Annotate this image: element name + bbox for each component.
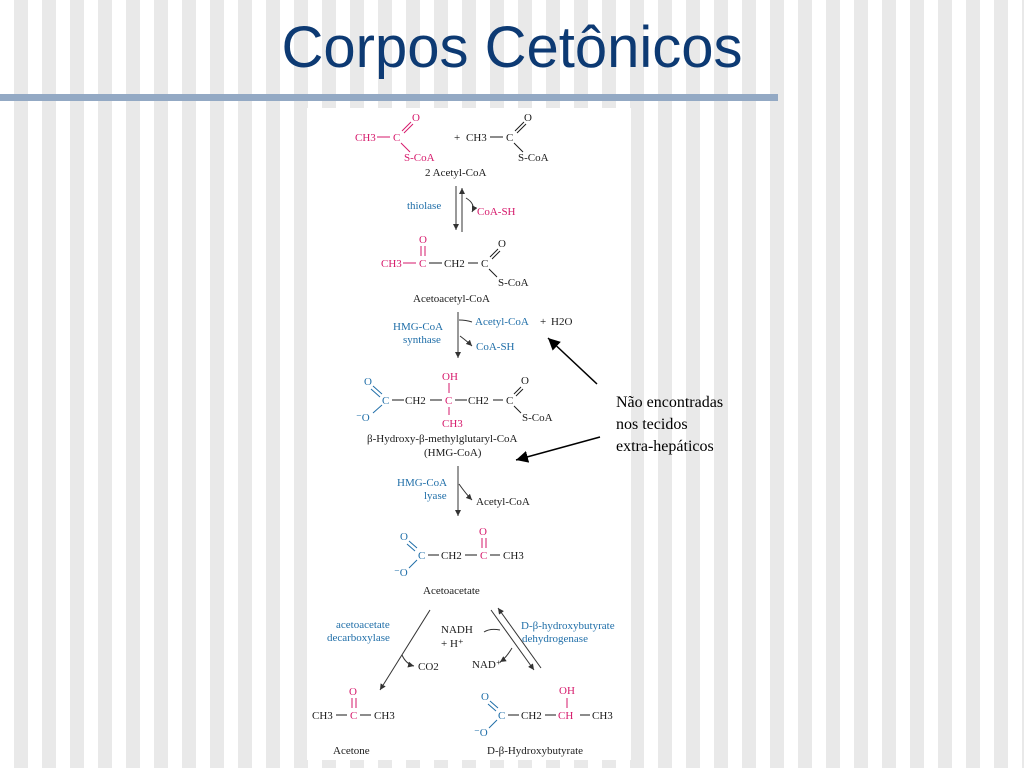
ch-group: CH [558, 710, 573, 722]
ch3-group: CH3 [355, 132, 376, 144]
acetoacetyl-coa-label: Acetoacetyl-CoA [413, 293, 490, 305]
coa-sh-output: CoA-SH [476, 341, 515, 353]
carboxyl-oxygen: O [400, 531, 408, 543]
acetyl-coa-output: Acetyl-CoA [476, 496, 530, 508]
keto-carbon: C [350, 710, 357, 722]
title-underline [0, 94, 778, 101]
annotation-line-2: nos tecidos [616, 416, 688, 433]
hmg-coa-synthase-step: HMG-CoA synthase Acetyl-CoA + H2O CoA-SH [393, 312, 572, 358]
enzyme-label-line2: dehydrogenase [522, 633, 588, 645]
hydroxybutyrate-molecule: O ⁻O C CH2 CH OH CH3 [474, 685, 613, 739]
methyl-group: CH3 [442, 418, 463, 430]
ch3-group: CH3 [381, 258, 402, 270]
s-coa-group: S-CoA [522, 412, 553, 424]
acetone-label: Acetone [333, 745, 370, 757]
carbonyl-oxygen: O [524, 112, 532, 124]
thioester-carbon: C [481, 258, 488, 270]
carboxylate-oxygen: ⁻O [356, 412, 370, 424]
thioester-oxygen: O [498, 238, 506, 250]
ch2-group: CH2 [521, 710, 542, 722]
methyl-group: CH3 [503, 550, 524, 562]
enzyme-label-line2: lyase [424, 490, 447, 502]
enzyme-label-line2: synthase [403, 334, 441, 346]
keto-oxygen: O [349, 686, 357, 698]
keto-oxygen: O [419, 234, 427, 246]
enzyme-label-line1: HMG-CoA [393, 321, 443, 333]
keto-oxygen: O [479, 526, 487, 538]
enzyme-label-line1: acetoacetate [336, 619, 390, 631]
hydroxyl-group: OH [559, 685, 575, 697]
nadh-cofactor: NADH [441, 624, 473, 636]
thiolase-enzyme-label: thiolase [407, 200, 441, 212]
acetone-molecule: CH3 C O CH3 [312, 686, 395, 722]
co2-output: CO2 [418, 661, 439, 673]
ketone-pathway-diagram [307, 108, 631, 760]
hydroxyl-group: OH [442, 371, 458, 383]
thiolase-step: thiolase CoA-SH [407, 186, 516, 232]
s-coa-group: S-CoA [404, 152, 435, 164]
ch2-group-right: CH2 [468, 395, 489, 407]
carboxylate-oxygen: ⁻O [394, 567, 408, 579]
hmg-coa-lyase-step: HMG-CoA lyase Acetyl-CoA [397, 466, 530, 516]
annotation-arrow-lyase [515, 436, 601, 463]
s-coa-group: S-CoA [518, 152, 549, 164]
ch3-group: CH3 [466, 132, 487, 144]
carboxyl-oxygen: O [481, 691, 489, 703]
dehydrogenase-step: D-β-hydroxybutyrate dehydrogenase [483, 607, 615, 671]
enzyme-label-line1: HMG-CoA [397, 477, 447, 489]
carboxyl-carbon: C [382, 395, 389, 407]
annotation-line-1: Não encontradas [616, 394, 724, 411]
carboxyl-carbon: C [418, 550, 425, 562]
central-carbon: C [445, 395, 452, 407]
annotation-arrow-synthase [547, 337, 598, 385]
s-coa-group: S-CoA [498, 277, 529, 289]
slide-title: Corpos Cetônicos [281, 15, 743, 80]
keto-carbon: C [419, 258, 426, 270]
hydroxybutyrate-label: D-β-Hydroxybutyrate [487, 745, 583, 757]
hmg-coa-molecule: O ⁻O C CH2 C OH CH3 CH2 C O S-CoA [356, 371, 553, 430]
decarboxylase-step: acetoacetate decarboxylase CO2 [327, 609, 439, 691]
methyl-group: CH3 [592, 710, 613, 722]
methyl-group-left: CH3 [312, 710, 333, 722]
enzyme-label-line1: D-β-hydroxybutyrate [521, 620, 615, 632]
thioester-oxygen: O [521, 375, 529, 387]
ch2-group-left: CH2 [405, 395, 426, 407]
acetoacetate-molecule: O ⁻O C CH2 C O CH3 [394, 526, 524, 579]
ch2-group: CH2 [444, 258, 465, 270]
hmg-coa-abbrev-label: (HMG-CoA) [424, 447, 482, 459]
acetoacetyl-coa-molecule: CH3 C O CH2 C O S-CoA [381, 234, 529, 289]
ch2-group: CH2 [441, 550, 462, 562]
carboxyl-carbon: C [498, 710, 505, 722]
acetyl-coa-molecule-2: CH3 C O S-CoA [466, 112, 549, 164]
water-input: H2O [551, 316, 572, 328]
reactants-label: 2 Acetyl-CoA [425, 167, 486, 179]
plus-sign: + [540, 316, 546, 328]
carboxyl-oxygen: O [364, 376, 372, 388]
enzyme-label-line2: decarboxylase [327, 632, 390, 644]
plus-sign: + [454, 132, 460, 144]
annotation-note: Não encontradas nos tecidos extra-hepáti… [616, 392, 776, 458]
carbonyl-carbon: C [506, 132, 513, 144]
thioester-carbon: C [506, 395, 513, 407]
hmg-coa-label: β-Hydroxy-β-methylglutaryl-CoA [367, 433, 518, 445]
coa-sh-product: CoA-SH [477, 206, 516, 218]
nad-cofactor: NAD⁺ [472, 659, 502, 671]
proton-cofactor: + H⁺ [441, 638, 464, 650]
methyl-group-right: CH3 [374, 710, 395, 722]
keto-carbon: C [480, 550, 487, 562]
carbonyl-carbon: C [393, 132, 400, 144]
carbonyl-oxygen: O [412, 112, 420, 124]
acetyl-coa-molecule-1: CH3 C O S-CoA [355, 112, 435, 164]
carboxylate-oxygen: ⁻O [474, 727, 488, 739]
acetoacetate-label: Acetoacetate [423, 585, 480, 597]
acetyl-coa-input: Acetyl-CoA [475, 316, 529, 328]
annotation-line-3: extra-hepáticos [616, 438, 714, 455]
